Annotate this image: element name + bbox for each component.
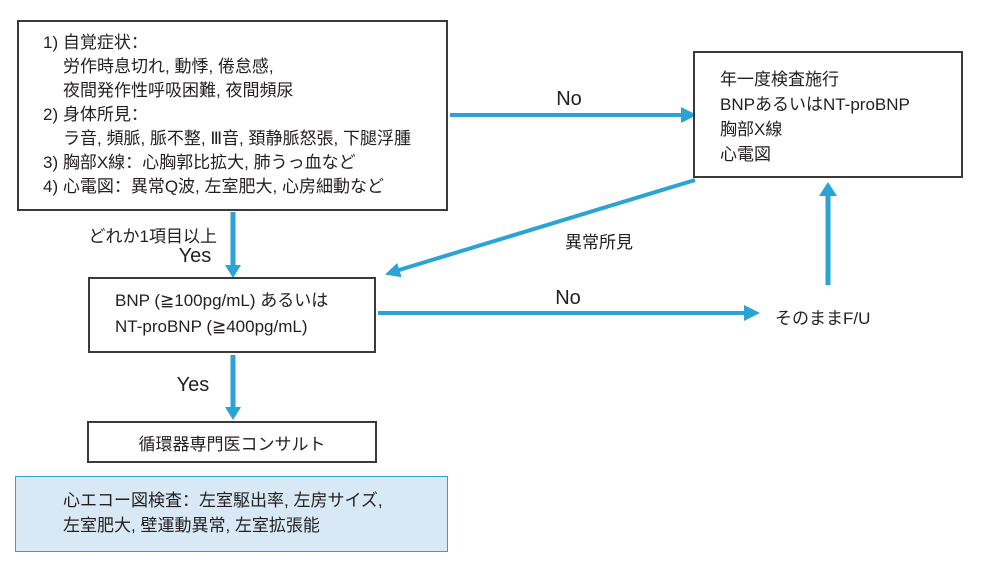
arrow-followup-to-annual-head-icon — [819, 182, 837, 196]
label-follow-up: そのままF/U — [775, 309, 871, 328]
consult-text: 循環器専門医コンサルト — [138, 434, 326, 454]
echo-line: 心エコー図検査：左室駆出率, 左房サイズ, — [63, 491, 383, 510]
symptoms-line: 1) 自覚症状： — [43, 33, 148, 52]
arrow-bnp-to-consult-head-icon — [225, 407, 241, 420]
annual-check-box: 年一度検査施行 BNPあるいはNT-proBNP 胸部X線 心電図 — [693, 51, 963, 178]
arrow-annual-to-bnp-head-icon — [385, 263, 402, 278]
symptoms-line: 4) 心電図：異常Q波, 左室肥大, 心房細動など — [43, 177, 384, 196]
symptoms-line: 夜間発作性呼吸困難, 夜間頻尿 — [63, 81, 294, 100]
bnp-threshold-line: NT-proBNP (≧400pg/mL) — [115, 317, 308, 336]
annual-check-line: 胸部X線 — [720, 120, 783, 139]
symptoms-line: ラ音, 頻脈, 脈不整, Ⅲ音, 頚静脈怒張, 下腿浮腫 — [63, 129, 411, 148]
arrow-bnp-to-followup-head-icon — [744, 305, 760, 321]
label-more-than-one-item: どれか1項目以上 — [88, 227, 217, 246]
symptoms-line: 労作時息切れ, 動悸, 倦怠感, — [63, 57, 274, 76]
symptoms-box: 1) 自覚症状： 労作時息切れ, 動悸, 倦怠感, 夜間発作性呼吸困難, 夜間頻… — [17, 20, 448, 211]
consult-box: 循環器専門医コンサルト — [87, 421, 377, 463]
annual-check-line: 心電図 — [720, 145, 771, 164]
bnp-threshold-box: BNP (≧100pg/mL) あるいは NT-proBNP (≧400pg/m… — [88, 277, 376, 353]
symptoms-line: 3) 胸部X線：心胸郭比拡大, 肺うっ血など — [43, 153, 356, 172]
annual-check-line: 年一度検査施行 — [720, 70, 839, 89]
symptoms-line: 2) 身体所見： — [43, 105, 148, 124]
label-yes-to-consult: Yes — [176, 374, 210, 396]
echo-line: 左室肥大, 壁運動異常, 左室拡張能 — [63, 516, 320, 535]
annual-check-line: BNPあるいはNT-proBNP — [720, 95, 910, 114]
label-abnormal-finding: 異常所見 — [565, 233, 633, 252]
label-yes-to-bnp: Yes — [178, 245, 212, 267]
label-no-to-annual: No — [556, 88, 582, 110]
echo-box: 心エコー図検査：左室駆出率, 左房サイズ, 左室肥大, 壁運動異常, 左室拡張能 — [15, 476, 448, 552]
label-no-to-followup: No — [555, 287, 581, 309]
bnp-threshold-line: BNP (≧100pg/mL) あるいは — [115, 291, 329, 310]
